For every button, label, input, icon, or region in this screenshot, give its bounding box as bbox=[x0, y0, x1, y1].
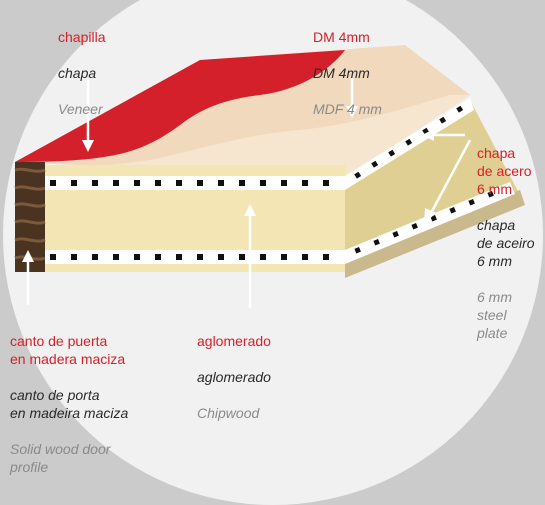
mdf-label: DM 4mm DM 4mm MDF 4 mm bbox=[313, 10, 382, 136]
side-face-bottom bbox=[345, 190, 525, 278]
profile-label: canto de puerta en madera maciza canto d… bbox=[10, 314, 128, 494]
profile-label-es: canto de puerta en madera maciza bbox=[10, 333, 126, 367]
wood-profile bbox=[15, 162, 45, 272]
veneer-label-pt: chapa bbox=[58, 65, 97, 81]
veneer-label-es: chapilla bbox=[58, 29, 106, 45]
steel-label-pt: chapa de aceiro 6 mm bbox=[477, 217, 535, 269]
chipwood-label: aglomerado aglomerado Chipwood bbox=[197, 314, 271, 440]
steel-dots-side-top bbox=[354, 105, 464, 179]
side-face bbox=[345, 100, 520, 270]
steel-band-top bbox=[45, 176, 345, 190]
steel-band-bottom bbox=[45, 250, 345, 264]
mdf-label-en: MDF 4 mm bbox=[313, 101, 382, 117]
mdf-highlight bbox=[15, 95, 470, 178]
wood-grain bbox=[14, 167, 46, 261]
mdf-label-es: DM 4mm bbox=[313, 29, 370, 45]
veneer-layer bbox=[15, 50, 345, 162]
steel-dots-side-bottom bbox=[354, 191, 494, 254]
steel-label-en: 6 mm steel plate bbox=[477, 289, 512, 341]
door-layers-diagram bbox=[14, 45, 525, 308]
steel-dots-bottom bbox=[50, 254, 329, 260]
steel-label-es: chapa de acero 6 mm bbox=[477, 145, 532, 197]
front-face-chipwood bbox=[15, 165, 345, 272]
mdf-label-pt: DM 4mm bbox=[313, 65, 370, 81]
chipwood-label-en: Chipwood bbox=[197, 405, 260, 421]
veneer-label-en: Veneer bbox=[58, 101, 103, 117]
steel-label: chapa de acero 6 mm chapa de aceiro 6 mm… bbox=[477, 126, 535, 360]
veneer-label: chapilla chapa Veneer bbox=[58, 10, 105, 136]
steel-dots-top bbox=[50, 180, 329, 186]
chipwood-label-es: aglomerado bbox=[197, 333, 271, 349]
profile-label-en: Solid wood door profile bbox=[10, 441, 111, 475]
arrows bbox=[22, 78, 472, 308]
chipwood-label-pt: aglomerado bbox=[197, 369, 271, 385]
profile-label-pt: canto de porta en madeira maciza bbox=[10, 387, 129, 421]
steel-arrow-bottom bbox=[428, 139, 472, 216]
